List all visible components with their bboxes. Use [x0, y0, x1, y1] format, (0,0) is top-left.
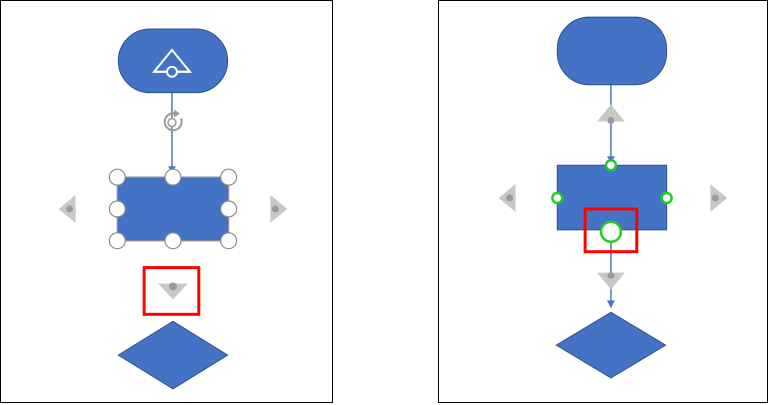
rotate-icon[interactable] — [163, 109, 183, 132]
quick-add-down-arrow[interactable] — [158, 282, 188, 300]
left-panel — [0, 0, 333, 403]
process-shape[interactable] — [116, 176, 230, 242]
resize-handle-left[interactable] — [108, 200, 126, 218]
resize-handle-bottom[interactable] — [164, 232, 182, 250]
quick-add-right-arrow[interactable] — [270, 195, 288, 223]
connection-point-left[interactable] — [551, 191, 564, 205]
process-shape[interactable] — [556, 164, 668, 231]
quick-add-up-arrow[interactable] — [597, 104, 625, 124]
highlight-box-connection-point — [583, 207, 639, 254]
connection-point-right[interactable] — [660, 191, 673, 205]
left-canvas — [58, 28, 288, 390]
connector-arrowhead-bottom — [606, 300, 615, 309]
terminator-shape[interactable] — [117, 28, 229, 94]
highlight-box-down-arrow — [142, 266, 201, 316]
decision-shape[interactable] — [555, 311, 667, 379]
resize-handle-top-left[interactable] — [108, 168, 126, 186]
terminator-shape[interactable] — [556, 16, 668, 86]
resize-handle-top-right[interactable] — [220, 168, 238, 186]
right-canvas — [498, 16, 728, 379]
resize-handle-top[interactable] — [164, 168, 182, 186]
resize-handle-bottom-left[interactable] — [108, 232, 126, 250]
right-panel — [438, 0, 768, 403]
decision-shape[interactable] — [117, 320, 229, 390]
connection-point-top[interactable] — [604, 159, 618, 172]
resize-handle-right[interactable] — [220, 200, 238, 218]
quick-add-left-arrow[interactable] — [58, 195, 76, 223]
quick-add-down-arrow[interactable] — [597, 272, 625, 290]
resize-handle-bottom-right[interactable] — [220, 232, 238, 250]
quick-add-left-arrow[interactable] — [498, 184, 516, 212]
quick-add-right-arrow[interactable] — [710, 184, 728, 212]
connection-point-bottom[interactable] — [599, 220, 623, 243]
eject-triangle-icon — [151, 48, 192, 78]
